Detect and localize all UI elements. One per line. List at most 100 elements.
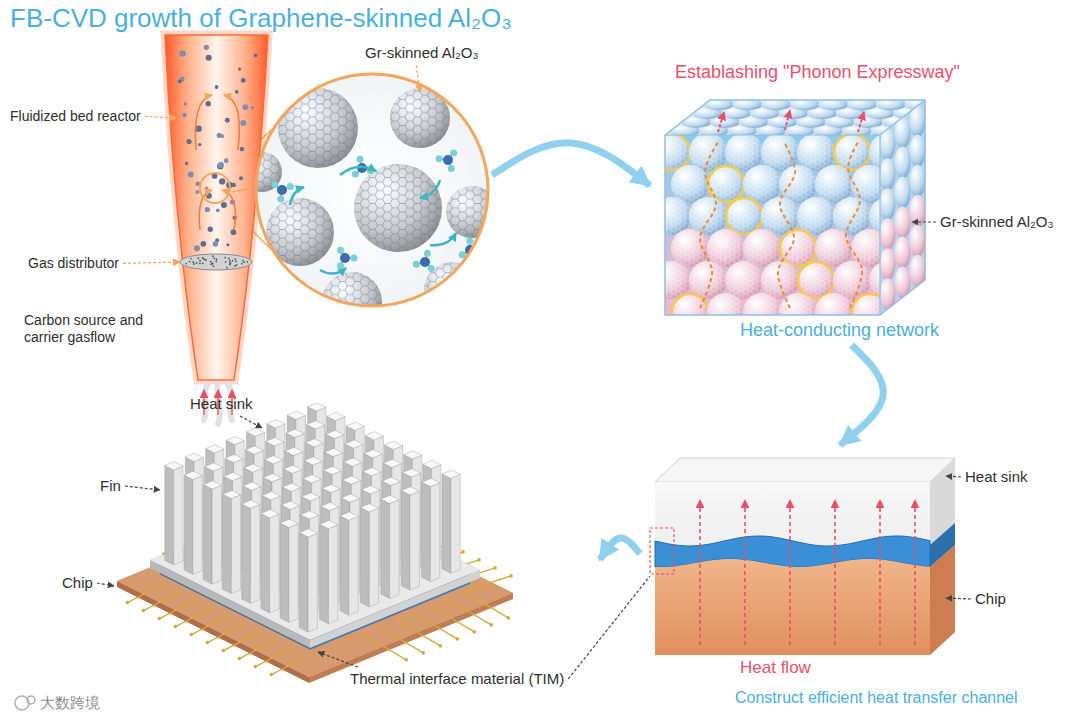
lead-pad <box>206 641 210 645</box>
skinned-sphere <box>725 197 763 235</box>
contact-highlight <box>852 294 880 315</box>
fin-top <box>341 494 359 502</box>
leader-line <box>240 416 262 428</box>
distributor-hole <box>210 261 212 263</box>
cube-front-spheres <box>665 135 880 315</box>
phonon-path <box>700 142 718 308</box>
fin-top <box>363 468 381 476</box>
lead-pad <box>509 574 513 578</box>
fin-face <box>184 475 193 574</box>
hydrogen-atom <box>448 165 455 172</box>
fin-face <box>329 525 338 624</box>
skinned-sphere <box>797 261 835 299</box>
side-sphere <box>895 177 911 209</box>
fin-face <box>203 485 212 584</box>
distributor-hole <box>199 260 201 262</box>
leader-lines <box>97 65 971 679</box>
hydrogen-atom <box>271 181 278 188</box>
graphene-skin <box>354 164 442 252</box>
hydrogen-atom <box>413 261 420 268</box>
leader-line <box>125 486 160 490</box>
skinned-sphere <box>779 229 817 267</box>
cube-edge <box>879 135 880 315</box>
fin-face <box>451 474 460 573</box>
deposition-arrow <box>420 180 440 198</box>
fin-face <box>369 508 378 607</box>
heat-flow-arrow <box>699 500 701 645</box>
particle-flow-arrow <box>195 95 212 150</box>
graphene-skin <box>743 165 781 203</box>
particle-dot <box>194 245 200 251</box>
skinned-sphere <box>779 293 817 315</box>
lead-wire <box>255 647 294 667</box>
fin-top <box>324 448 342 456</box>
lead-wire <box>159 599 198 619</box>
fin-top <box>305 439 323 447</box>
fin-top <box>362 486 380 494</box>
fin-top <box>286 429 304 437</box>
network-cube <box>653 98 934 331</box>
particle-dot <box>185 162 188 165</box>
graphene-skin <box>743 293 781 315</box>
skinned-sphere <box>797 197 835 235</box>
fin-top <box>345 440 363 448</box>
lead-wire <box>430 606 475 632</box>
fin-top <box>340 512 358 520</box>
hydrogen-atom <box>337 247 344 254</box>
cube-edge <box>665 100 925 135</box>
flow-arrow <box>232 189 252 192</box>
particle-flow-arrow <box>199 190 212 230</box>
part-label: Fluidized bed reactor <box>10 108 141 125</box>
skinned-sphere <box>671 293 709 315</box>
fin-top <box>382 477 400 485</box>
alumina-sphere <box>278 88 358 168</box>
cube-side <box>880 100 925 315</box>
graphene-skin <box>725 197 763 235</box>
fin-top <box>224 472 242 480</box>
hydrogen-atom <box>450 149 457 156</box>
graphene-skin <box>671 293 709 315</box>
fin-top <box>267 420 285 428</box>
graphene-skin <box>833 197 871 235</box>
lead-pad <box>222 649 226 653</box>
fin-top <box>302 493 320 501</box>
graphene-skin <box>851 293 880 315</box>
graphene-skin <box>707 165 745 203</box>
contact-highlight <box>708 166 744 202</box>
particle-dot <box>200 241 206 247</box>
chip-side <box>930 545 955 655</box>
part-label: Chip <box>975 590 1006 608</box>
carbon-atom <box>340 253 350 263</box>
graphene-skin <box>671 165 709 203</box>
deposition-arrow <box>290 187 304 205</box>
fin-top <box>281 501 299 509</box>
contact-highlight <box>672 294 708 315</box>
fin-top <box>383 459 401 467</box>
hydrogen-atom <box>352 171 359 178</box>
section-caption: Heat-conducting network <box>740 320 939 342</box>
skinned-sphere <box>725 261 763 299</box>
contact-highlight <box>665 135 690 170</box>
alumina-sphere <box>322 272 382 332</box>
part-label: Heat sink <box>965 468 1028 486</box>
fin-face <box>174 466 183 565</box>
phonon-arrow <box>858 112 864 132</box>
fin-top <box>225 454 243 462</box>
leader-line <box>946 598 971 599</box>
chip-part <box>655 559 930 655</box>
fin-face <box>193 476 202 575</box>
distributor-hole <box>234 265 236 267</box>
distributor-hole <box>229 262 231 264</box>
gas-distributor <box>180 254 252 270</box>
side-sphere <box>880 158 896 190</box>
carbon-atom <box>420 257 430 267</box>
distributor-hole <box>226 267 228 269</box>
particle-dot <box>205 186 208 189</box>
lead-wire <box>396 620 441 646</box>
fin-top <box>346 422 364 430</box>
graphene-skin <box>446 186 498 238</box>
skinned-sphere <box>779 165 817 203</box>
reactor-tube <box>165 35 268 380</box>
fin-top <box>381 495 399 503</box>
